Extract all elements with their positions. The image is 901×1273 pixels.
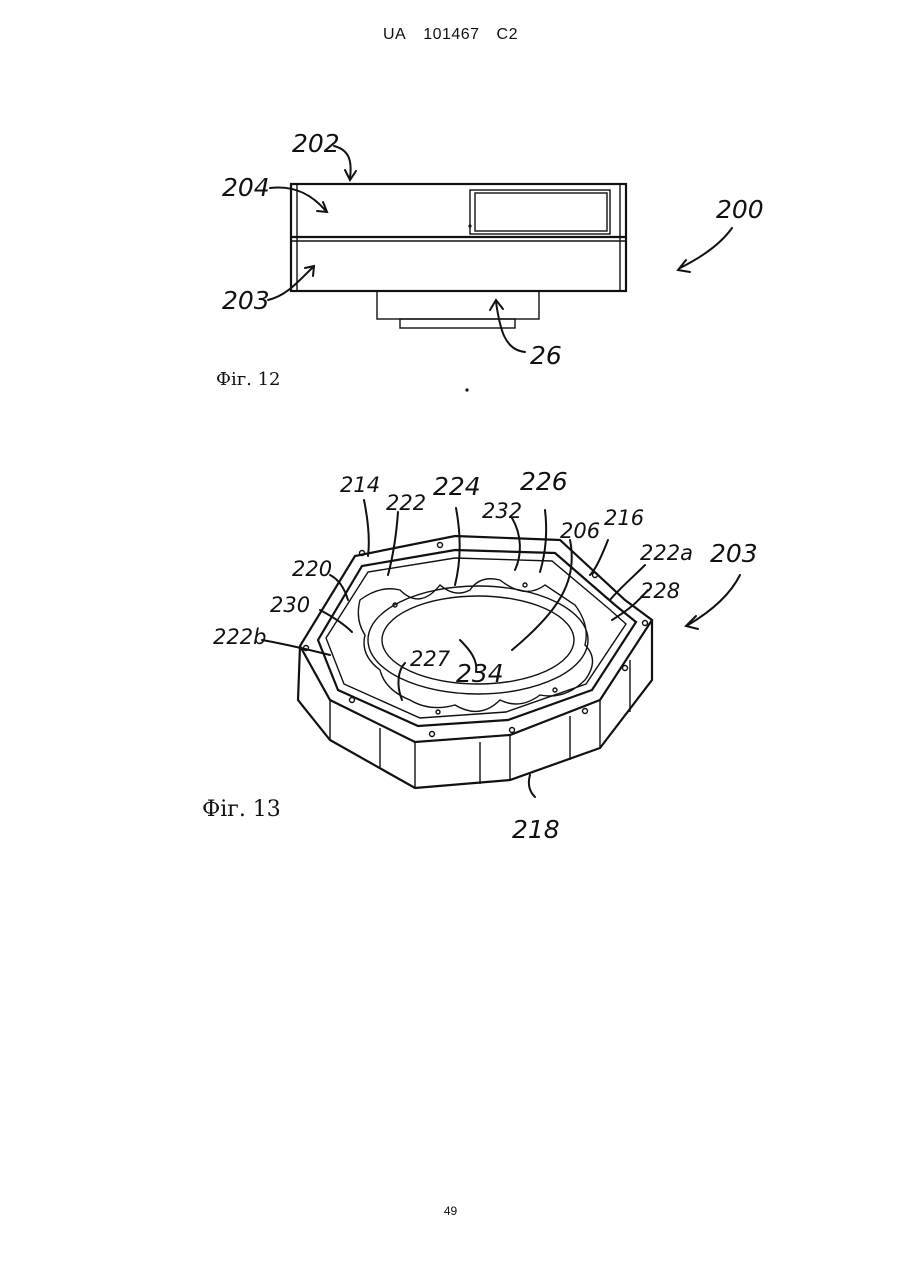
label-230: 230 — [270, 593, 310, 617]
label-232: 232 — [482, 499, 522, 523]
label-222a: 222a — [640, 541, 693, 565]
label-222b: 222b — [213, 625, 266, 649]
label-218: 218 — [512, 815, 560, 844]
label-226: 226 — [520, 467, 568, 496]
label-234: 234 — [456, 659, 504, 688]
label-203: 203 — [710, 539, 758, 568]
label-220: 220 — [292, 557, 332, 581]
label-216: 216 — [604, 506, 644, 530]
label-214: 214 — [340, 473, 380, 497]
label-224: 224 — [433, 472, 481, 501]
label-222: 222 — [386, 491, 426, 515]
page-number: 49 — [0, 1204, 901, 1218]
label-206: 206 — [560, 519, 600, 543]
label-227: 227 — [410, 647, 451, 671]
label-228: 228 — [640, 579, 680, 603]
fig13-caption: Фіг. 13 — [202, 797, 281, 822]
